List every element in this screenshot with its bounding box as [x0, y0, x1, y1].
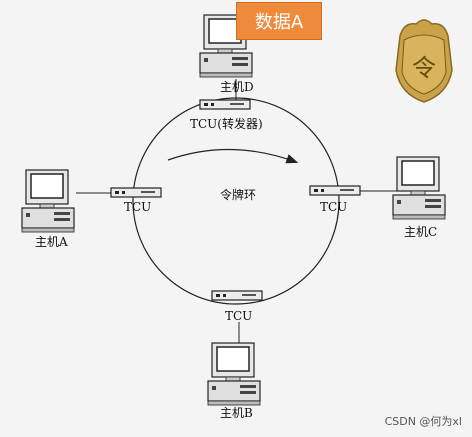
host-c-label: 主机C — [404, 225, 438, 239]
host-d-label: 主机D — [220, 80, 254, 94]
computer-host-a-icon — [21, 169, 75, 233]
token-medallion-icon: 令 — [395, 19, 453, 103]
tcu-top — [199, 99, 251, 110]
tcu-top-label: TCU(转发器) — [190, 117, 263, 131]
tcu-bottom-label: TCU — [225, 309, 253, 323]
data-a-badge: 数据A — [236, 2, 322, 40]
ring-label: 令牌环 — [220, 188, 257, 202]
svg-text:令: 令 — [412, 54, 436, 82]
computer-host-b-icon — [207, 342, 261, 406]
host-b-label: 主机B — [220, 406, 253, 420]
host-a-label: 主机A — [35, 235, 68, 249]
tcu-right-label: TCU — [320, 200, 348, 214]
tcu-left — [110, 187, 162, 198]
tcu-left-label: TCU — [124, 200, 152, 214]
tcu-bottom — [211, 290, 263, 301]
watermark: CSDN @何为xl — [384, 415, 462, 428]
computer-host-c-icon — [392, 156, 446, 220]
tcu-right — [309, 185, 361, 196]
direction-arrow — [167, 148, 299, 164]
